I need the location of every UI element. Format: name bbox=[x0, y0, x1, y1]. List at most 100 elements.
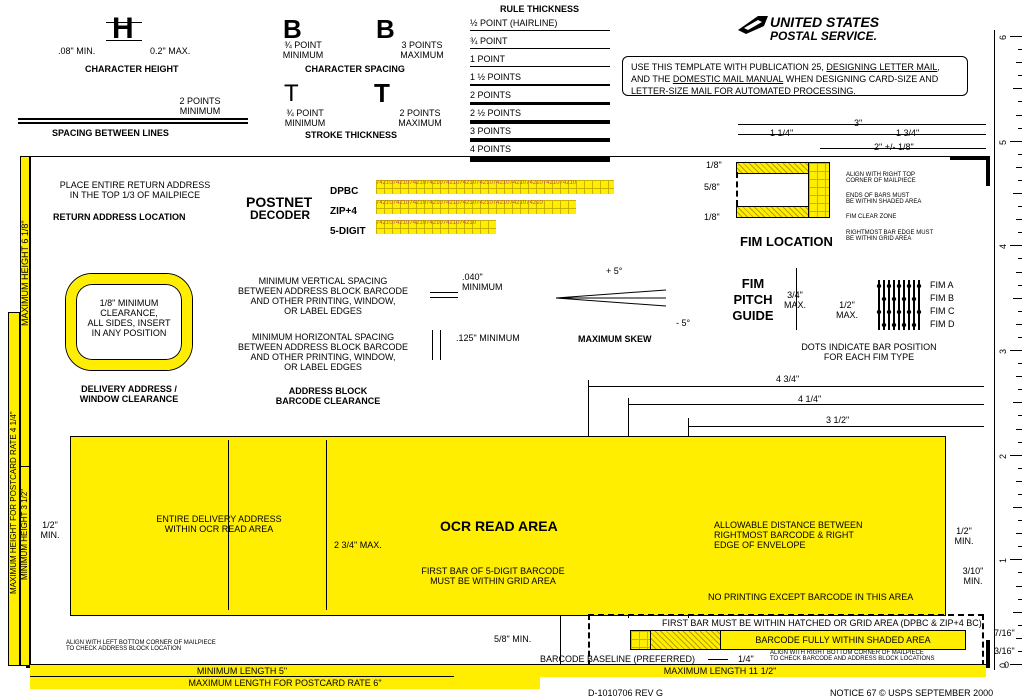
fim-dot bbox=[916, 309, 922, 315]
ocr-read-area bbox=[70, 436, 946, 616]
ruler-tick bbox=[1013, 507, 1022, 508]
ruler-tick bbox=[1018, 101, 1022, 103]
ocr-right-min: 1/2" MIN. bbox=[954, 526, 974, 546]
ocr-height: 2 3/4" MAX. bbox=[334, 540, 382, 550]
ruler-number: 6 bbox=[998, 34, 1008, 40]
ruler-tick bbox=[1018, 284, 1022, 286]
ruler-number: 4 bbox=[998, 244, 1008, 250]
rule-line bbox=[470, 120, 610, 124]
char-height-tick bbox=[106, 22, 142, 23]
fim-dot bbox=[916, 283, 922, 289]
ruler-tick bbox=[1016, 480, 1022, 482]
ruler-tick bbox=[1018, 232, 1022, 234]
ruler-tick bbox=[1018, 258, 1022, 260]
fim-dot bbox=[901, 296, 907, 302]
ruler-tick bbox=[1018, 546, 1022, 548]
postnet-label-dpbc: DPBC bbox=[330, 186, 359, 197]
baseline-arrow bbox=[708, 659, 728, 660]
ocr-height-line bbox=[326, 440, 327, 610]
rule-line bbox=[470, 30, 610, 31]
fim-note-ends: ENDS OF BARS MUST BE WITHIN SHADED AREA bbox=[846, 193, 922, 205]
ruler-tick bbox=[1016, 637, 1022, 639]
ruler-0: 0 bbox=[1004, 660, 1010, 670]
fim-dot bbox=[881, 296, 887, 302]
fim-dim-line bbox=[738, 124, 986, 125]
postnet-code: 7421074210742107421074210742107421074210… bbox=[376, 180, 577, 186]
fim-dim-1-8-bot: 1/8" bbox=[704, 212, 720, 222]
ruler-3-16: 3/16" bbox=[994, 646, 1015, 656]
fim-dim-1-3-4: 1 3/4" bbox=[896, 128, 920, 138]
ruler-tick bbox=[1018, 153, 1022, 155]
postnet-title: POSTNET bbox=[246, 194, 313, 210]
rule-line bbox=[470, 138, 610, 143]
ruler-tick bbox=[1013, 193, 1022, 194]
ab-horizontal-rule bbox=[440, 330, 441, 360]
stroke-glyph-left: T bbox=[284, 80, 299, 107]
ruler-tick bbox=[1010, 36, 1022, 37]
instruction-mid: , AND THE bbox=[631, 62, 940, 84]
instruction-pre: USE THIS TEMPLATE WITH PUBLICATION 25, bbox=[631, 62, 827, 72]
ruler-number: 0 bbox=[998, 662, 1008, 668]
fim-dot bbox=[886, 283, 892, 289]
max-height-label: MAXIMUM HEIGHT 6 1/8" bbox=[20, 220, 30, 326]
right-ruler bbox=[994, 30, 1023, 670]
ocr-entire-text: ENTIRE DELIVERY ADDRESS WITHIN OCR READ … bbox=[156, 514, 282, 534]
fim-dim-2: 2" +/- 1/8" bbox=[874, 142, 914, 152]
dim-line-4-1-4 bbox=[628, 404, 984, 405]
ruler-tick bbox=[1018, 441, 1022, 443]
ruler-tick bbox=[1016, 428, 1022, 430]
skew-title: MAXIMUM SKEW bbox=[578, 334, 652, 344]
ruler-tick bbox=[1016, 114, 1022, 116]
usps-line2: POSTAL SERVICE. bbox=[770, 29, 877, 43]
fim-dim-5-8: 5/8" bbox=[704, 182, 720, 192]
stroke-glyph-right: T bbox=[374, 78, 390, 108]
return-address-title: RETURN ADDRESS LOCATION bbox=[53, 212, 186, 222]
max-length-postcard-bar: MAXIMUM LENGTH FOR POSTCARD RATE 6" bbox=[30, 676, 540, 689]
ruler-tick bbox=[1018, 49, 1022, 51]
ocr-3-10: 3/10" MIN. bbox=[962, 566, 984, 586]
ab-vertical-text: MINIMUM VERTICAL SPACING BETWEEN ADDRESS… bbox=[237, 276, 409, 316]
rule-line bbox=[470, 48, 610, 50]
rule-row: 1 POINT bbox=[470, 54, 610, 68]
fim-dot bbox=[896, 283, 902, 289]
ruler-number: 5 bbox=[998, 139, 1008, 145]
line-spacing-rule bbox=[18, 122, 248, 124]
ruler-tick bbox=[1010, 140, 1022, 142]
fim-dot bbox=[911, 322, 917, 328]
barcode-baseline: BARCODE BASELINE (PREFERRED) bbox=[540, 654, 696, 664]
instruction-link2: DOMESTIC MAIL MANUAL bbox=[672, 74, 784, 84]
char-spacing-glyph-right: B bbox=[376, 14, 395, 44]
fim-bar bbox=[878, 280, 880, 330]
doc-id: D-1010706 REV G bbox=[588, 688, 664, 698]
postnet-row-zip4: 7421074210742107421074210742107421074210… bbox=[376, 200, 576, 214]
rule-label: 1 ½ POINTS bbox=[470, 72, 522, 82]
rule-label: ¾ POINT bbox=[470, 36, 508, 46]
rule-line bbox=[470, 102, 610, 105]
ruler-tick bbox=[1013, 297, 1022, 299]
barcode-clear-zone bbox=[588, 614, 984, 666]
postnet-row-5digit: 742107421074210742107421074210 bbox=[376, 220, 496, 234]
ruler-tick bbox=[1010, 664, 1022, 665]
max-length-bar: MAXIMUM LENGTH 11 1/2" bbox=[454, 664, 986, 677]
ruler-tick bbox=[1018, 598, 1022, 600]
ab-vertical-rule bbox=[430, 297, 458, 298]
fim-bar bbox=[883, 280, 885, 330]
ruler-number: 1 bbox=[998, 558, 1008, 564]
ruler-tick bbox=[1018, 310, 1022, 312]
notice: NOTICE 67 © USPS SEPTEMBER 2000 bbox=[830, 688, 994, 698]
ruler-tick bbox=[1016, 166, 1022, 168]
corner-bottom-right bbox=[986, 640, 990, 668]
ruler-tick bbox=[1018, 127, 1022, 129]
dim-4-3-4: 4 3/4" bbox=[776, 374, 800, 384]
fim-pitch-bars bbox=[876, 280, 924, 330]
ruler-tick bbox=[1018, 389, 1022, 391]
barcode-grid-area bbox=[630, 630, 652, 650]
ruler-7-16: 7/16" bbox=[994, 628, 1015, 638]
fim-dim-3: 3" bbox=[854, 118, 863, 128]
ocr-no-printing: NO PRINTING EXCEPT BARCODE IN THIS AREA bbox=[708, 592, 914, 602]
fim-dot bbox=[896, 309, 902, 315]
fim-label-c: FIM C bbox=[930, 306, 955, 316]
fim-dot bbox=[906, 309, 912, 315]
ocr-first-bar-hatched: FIRST BAR MUST BE WITHIN HATCHED OR GRID… bbox=[662, 618, 982, 628]
fim-label-b: FIM B bbox=[930, 293, 954, 303]
